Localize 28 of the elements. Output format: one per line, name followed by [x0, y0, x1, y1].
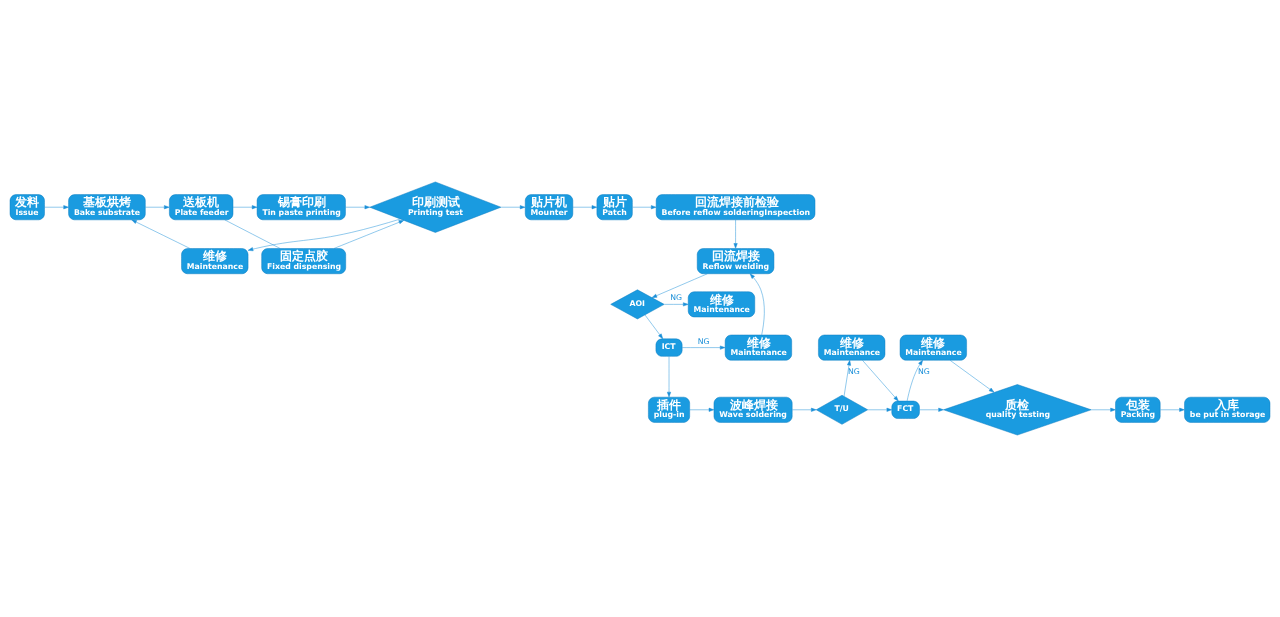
connector [224, 219, 281, 249]
arrow [632, 205, 657, 210]
arrow [667, 356, 671, 398]
arrow [145, 205, 170, 210]
arrow [862, 360, 899, 402]
arrow [843, 360, 851, 397]
arrow [44, 205, 69, 210]
arrow [651, 273, 708, 298]
arrow [1091, 407, 1116, 412]
arrow [664, 302, 689, 307]
arrow [792, 407, 817, 412]
arrow [749, 273, 765, 336]
arrow [867, 407, 892, 412]
arrow [232, 205, 258, 210]
arrow [131, 219, 191, 249]
arrow [345, 205, 370, 210]
arrow [949, 360, 995, 393]
arrow [733, 219, 738, 249]
arrow [500, 205, 526, 210]
arrow [1160, 407, 1185, 412]
arrow [906, 360, 923, 402]
arrow [681, 345, 726, 350]
arrow [572, 205, 598, 210]
arrow [689, 407, 715, 412]
arrow [247, 218, 401, 252]
arrow [333, 220, 405, 249]
arrow [644, 314, 663, 339]
arrow [919, 407, 944, 412]
